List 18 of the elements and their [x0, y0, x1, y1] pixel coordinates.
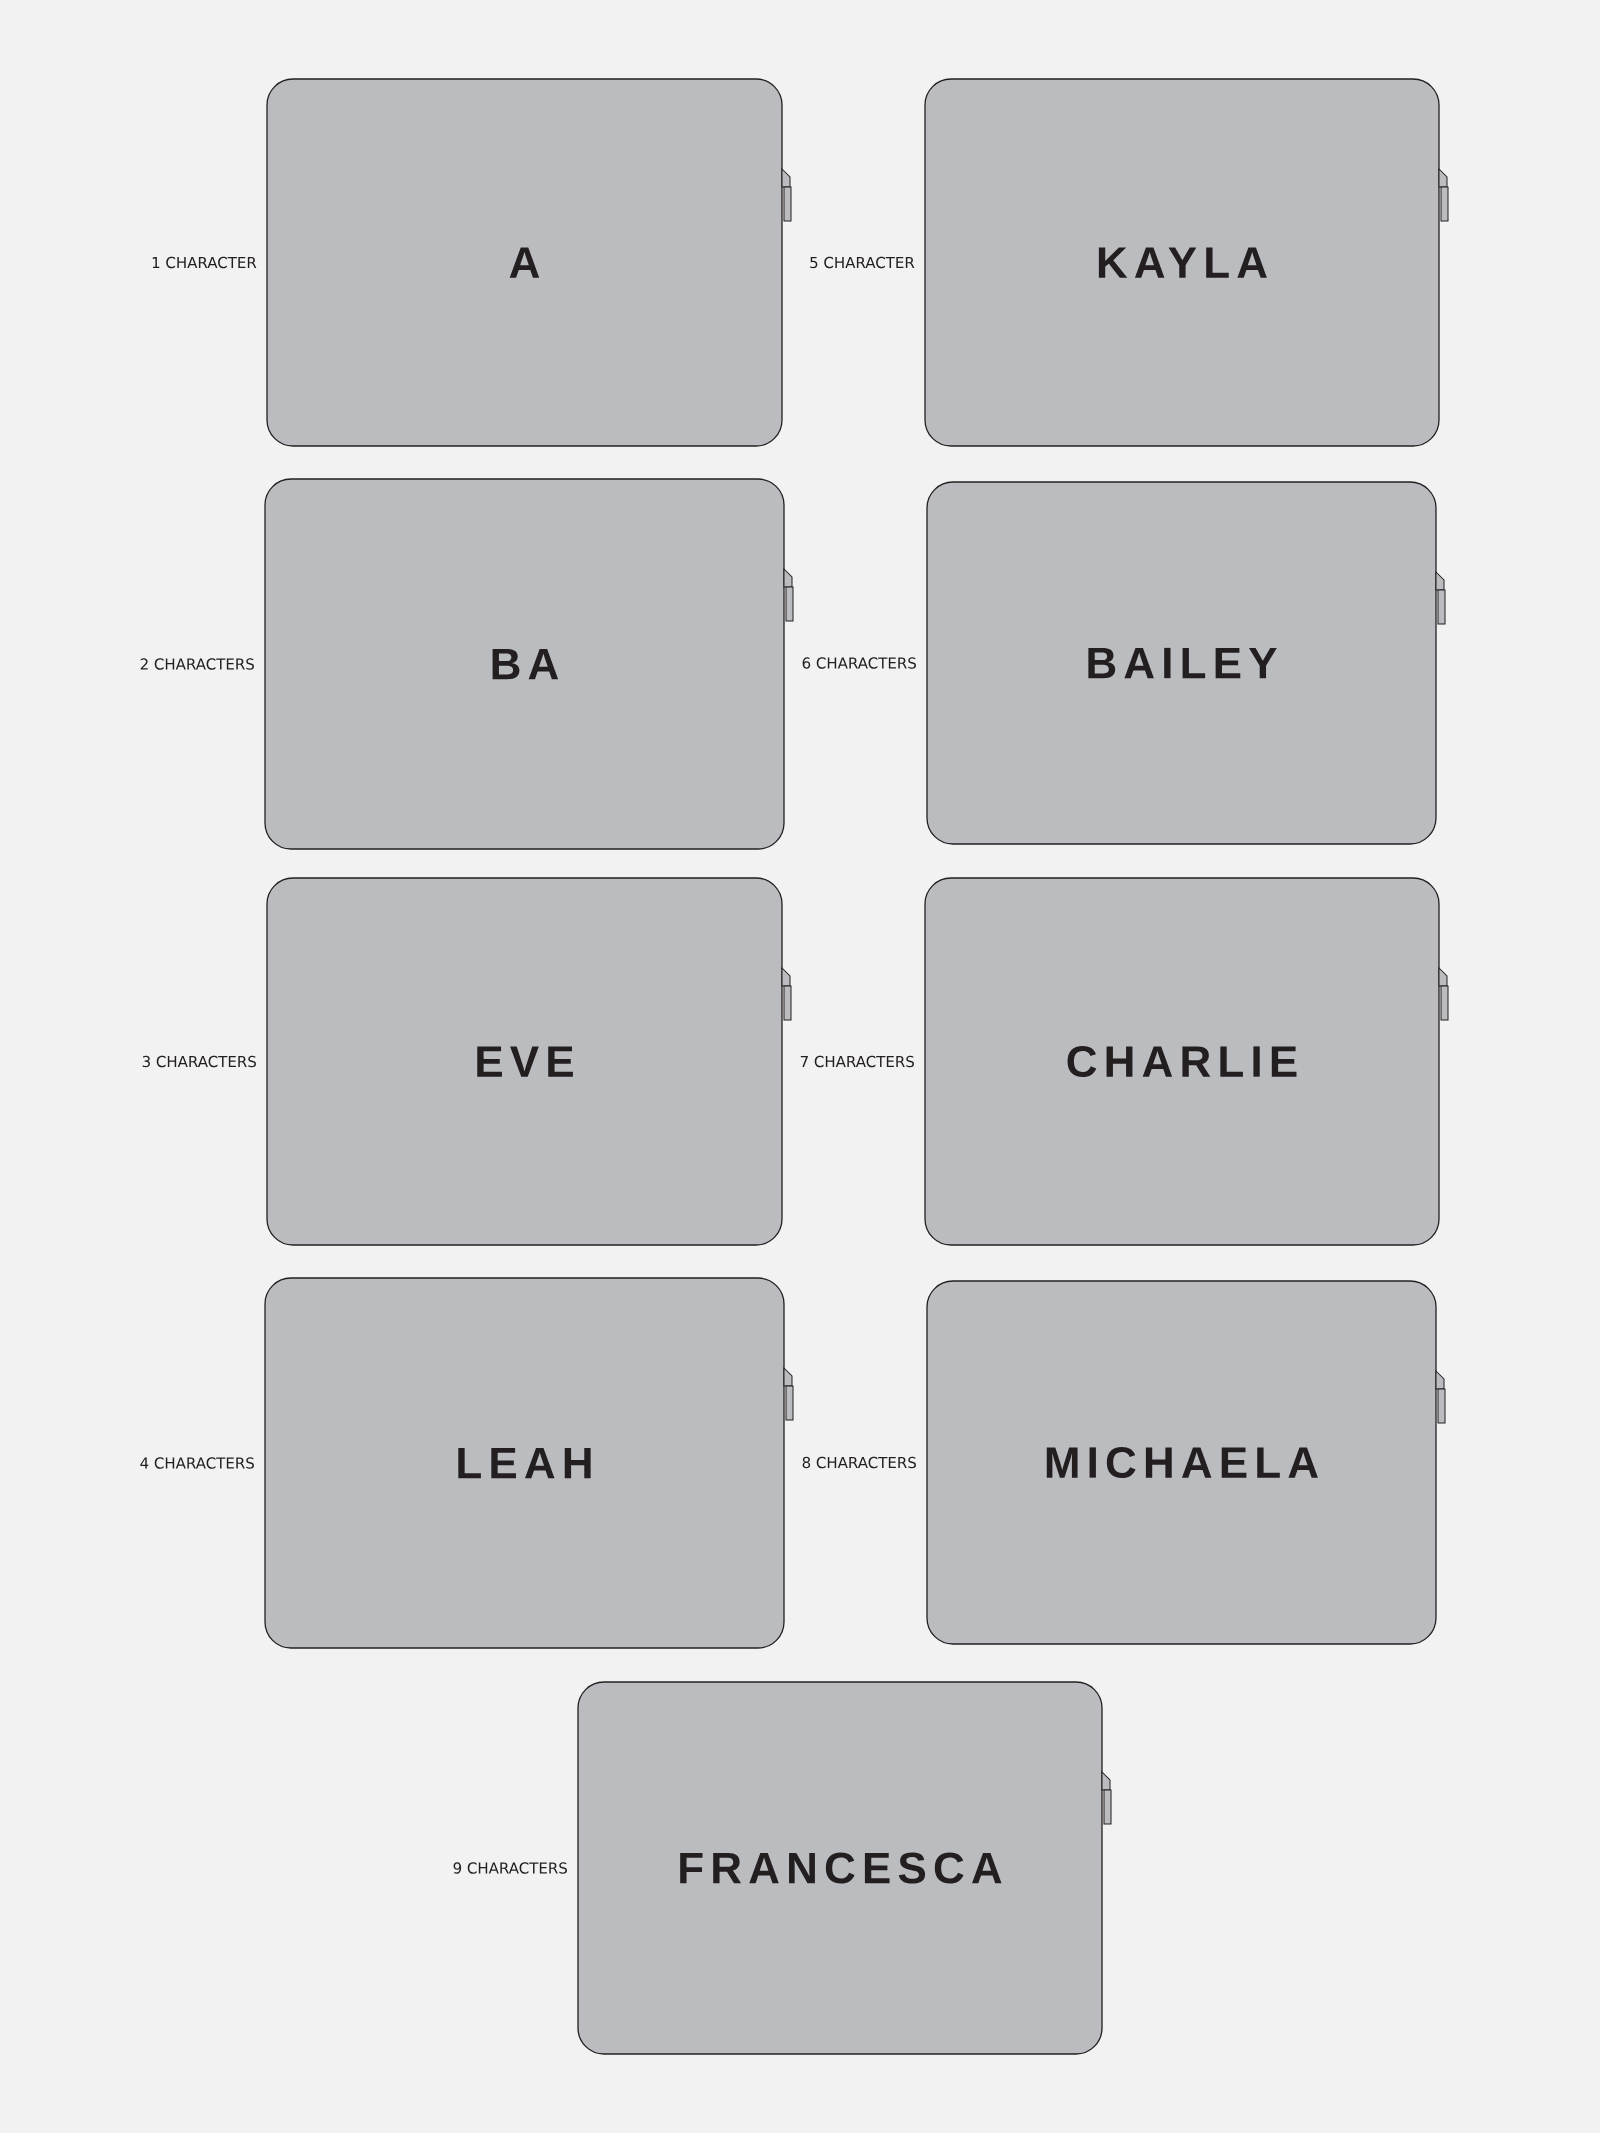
character-count-label: 5 CHARACTER	[810, 256, 915, 269]
laptop-sleeve: LEAH	[264, 1277, 785, 1649]
laptop-sleeve: KAYLA	[924, 78, 1440, 447]
laptop-sleeve: EVE	[266, 877, 783, 1246]
laptop-sleeve: BA	[264, 478, 785, 850]
laptop-sleeve: A	[266, 78, 783, 447]
laptop-sleeve: CHARLIE	[924, 877, 1440, 1246]
character-count-label: 8 CHARACTERS	[802, 1456, 916, 1469]
character-count-label: 7 CHARACTERS	[800, 1055, 914, 1068]
laptop-sleeve: FRANCESCA	[577, 1681, 1103, 2055]
character-count-label: 9 CHARACTERS	[453, 1862, 567, 1874]
laptop-sleeve: BAILEY	[926, 481, 1437, 845]
character-count-label: 3 CHARACTERS	[142, 1055, 256, 1068]
character-count-label: 2 CHARACTERS	[140, 658, 254, 670]
character-count-label: 6 CHARACTERS	[802, 657, 916, 669]
character-count-label: 4 CHARACTERS	[140, 1457, 254, 1469]
laptop-sleeve: MICHAELA	[926, 1280, 1437, 1645]
character-count-label: 1 CHARACTER	[152, 256, 257, 269]
